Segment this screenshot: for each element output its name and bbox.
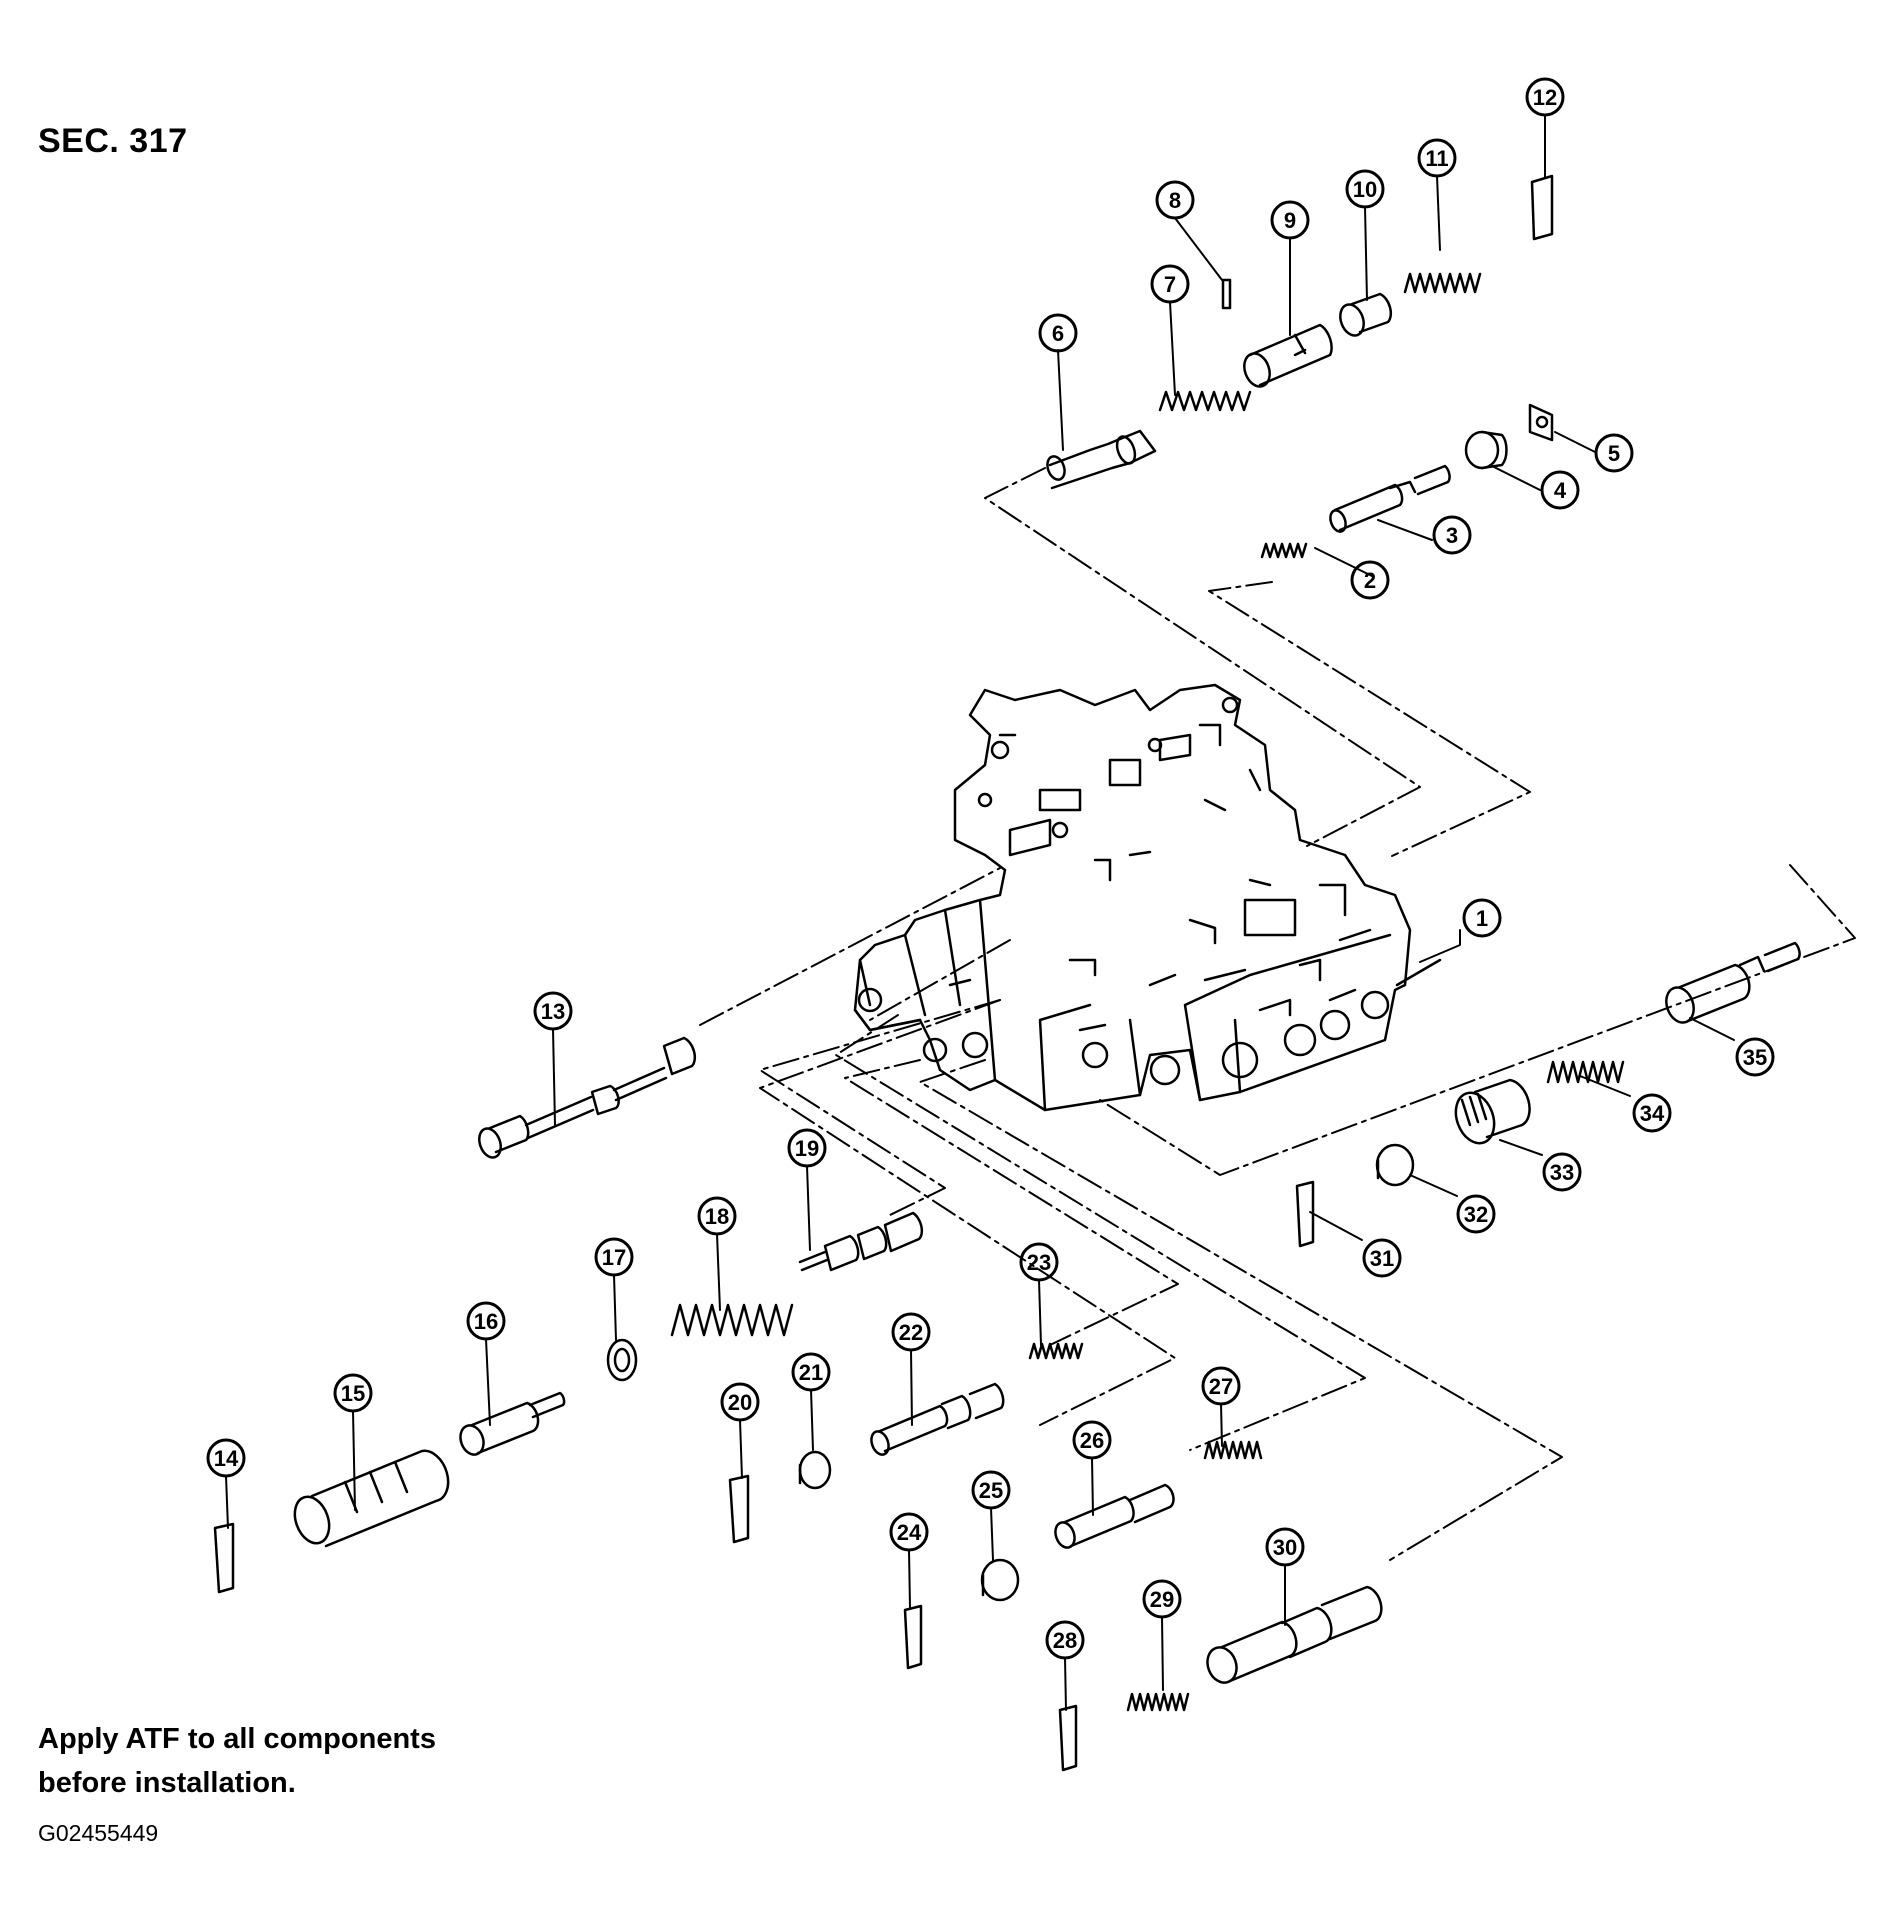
callout-1: 1: [1476, 906, 1488, 931]
valve-body: [853, 683, 1442, 1112]
callout-28: 28: [1053, 1628, 1077, 1653]
pin-8: [1221, 278, 1232, 310]
spring-11: [1403, 272, 1482, 294]
plug-10: [1339, 292, 1393, 337]
callout-2: 2: [1364, 568, 1376, 593]
sleeve-9: [1243, 323, 1333, 388]
callout-18: 18: [705, 1204, 729, 1229]
plug-25: [980, 1558, 1020, 1602]
sleeve-33: [1454, 1078, 1531, 1145]
callout-circles: [206, 77, 1775, 1660]
plug-32: [1375, 1143, 1415, 1187]
section-label: SEC. 317: [38, 122, 188, 160]
callout-5: 5: [1608, 441, 1620, 466]
valve-30: [1206, 1585, 1383, 1684]
callout-16: 16: [474, 1309, 498, 1334]
spring-23: [1028, 1342, 1084, 1360]
valve-3: [1329, 464, 1451, 533]
callout-32: 32: [1464, 1202, 1488, 1227]
callout-24: 24: [897, 1520, 922, 1545]
callout-35: 35: [1743, 1045, 1767, 1070]
installation-note: Apply ATF to all components before insta…: [38, 1717, 436, 1805]
valve-22: [870, 1382, 1005, 1456]
callout-31: 31: [1370, 1246, 1394, 1271]
callout-7: 7: [1164, 272, 1176, 297]
washer-17: [606, 1338, 638, 1382]
callout-3: 3: [1446, 523, 1458, 548]
callout-33: 33: [1550, 1160, 1574, 1185]
callout-20: 20: [728, 1390, 752, 1415]
valve-16: [459, 1391, 566, 1456]
retainer-31: [1295, 1180, 1315, 1248]
valve-26: [1054, 1483, 1175, 1549]
callout-11: 11: [1425, 146, 1448, 171]
valve-19: [798, 1211, 924, 1272]
valve-6: [1046, 429, 1157, 490]
callout-9: 9: [1284, 208, 1296, 233]
callout-17: 17: [602, 1245, 626, 1270]
callout-12: 12: [1533, 85, 1557, 110]
callout-15: 15: [341, 1381, 365, 1406]
installation-note-line-2: before installation.: [38, 1767, 296, 1799]
spring-18: [670, 1303, 794, 1337]
callout-30: 30: [1273, 1535, 1297, 1560]
retainer-28: [1058, 1704, 1078, 1772]
assembly-lines: [699, 467, 1856, 1561]
callout-22: 22: [899, 1320, 923, 1345]
callout-27: 27: [1209, 1374, 1233, 1399]
callout-8: 8: [1169, 188, 1181, 213]
callout-23: 23: [1027, 1250, 1051, 1275]
callout-19: 19: [795, 1136, 819, 1161]
spring-27: [1203, 1440, 1263, 1460]
installation-note-line-1: Apply ATF to all components: [38, 1723, 436, 1755]
callout-leaders: [225, 114, 1735, 1711]
spring-34: [1546, 1060, 1625, 1084]
callout-numbers: 1 2 3 4 5 6 7 8 9 10 11 12 13 14 15 16 1…: [214, 85, 1767, 1653]
callout-4: 4: [1554, 478, 1567, 503]
retainer-14: [213, 1522, 235, 1594]
retainer-12: [1530, 174, 1554, 241]
callout-13: 13: [541, 999, 565, 1024]
callout-6: 6: [1052, 321, 1064, 346]
valve-13: [478, 1036, 697, 1159]
callout-10: 10: [1353, 177, 1377, 202]
spring-29: [1126, 1692, 1190, 1712]
plug-4: [1464, 430, 1508, 470]
valve-35: [1665, 941, 1801, 1024]
callout-26: 26: [1080, 1428, 1104, 1453]
spring-2: [1260, 542, 1308, 559]
valve-15: [293, 1449, 450, 1548]
plug-21: [798, 1450, 832, 1490]
callout-29: 29: [1150, 1587, 1174, 1612]
figure-code: G02455449: [38, 1820, 159, 1846]
callout-21: 21: [799, 1360, 823, 1385]
callout-14: 14: [214, 1446, 239, 1471]
callout-34: 34: [1640, 1101, 1665, 1126]
spring-7: [1158, 390, 1252, 412]
callout-25: 25: [979, 1478, 1003, 1503]
retainer-24: [903, 1604, 923, 1670]
retainer-20: [728, 1474, 750, 1544]
retainer-plate-5: [1528, 403, 1554, 442]
